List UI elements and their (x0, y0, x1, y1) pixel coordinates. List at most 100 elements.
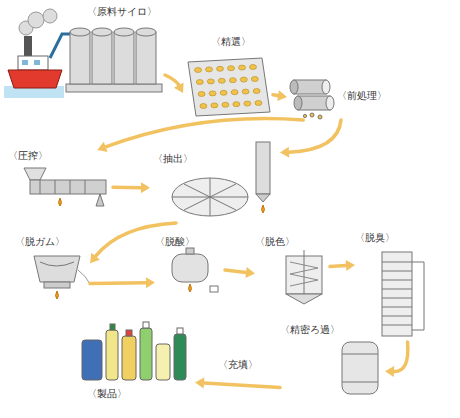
arrow-head (277, 90, 287, 101)
arrow-head (280, 147, 289, 158)
expeller-part (59, 198, 62, 206)
extractor-part (262, 205, 265, 213)
deodorizing-column-part-part (382, 325, 412, 326)
flow-arrow (113, 185, 141, 189)
deacidifying-vessel (172, 248, 218, 292)
step-label: 〈原料サイロ〉 (87, 6, 157, 18)
deacidifying-vessel-part (172, 254, 208, 282)
degumming-centrifuge-part (34, 256, 80, 282)
sorting-tray-part-part (195, 68, 202, 73)
sorting-tray-part-part (196, 80, 203, 85)
process-step: 〈脱ガム〉 (15, 236, 90, 304)
oil-bottles-part (110, 324, 115, 330)
ship-part (18, 56, 48, 70)
deodorizing-column-part-part (382, 280, 412, 281)
deodorizing-column-part-part (382, 271, 412, 272)
sorting-tray-part-part (198, 92, 205, 97)
sorting-tray-part-part (211, 103, 218, 108)
process-step: 〈抽出〉 (150, 135, 280, 223)
process-step: 〈精密ろ過〉 (280, 322, 385, 404)
flow-arrow (330, 266, 346, 267)
step-label: 〈抽出〉 (153, 153, 193, 165)
sorting-tray-part-part (255, 101, 262, 106)
smoke-part (43, 9, 57, 23)
sorting-tray-part-part (209, 91, 216, 96)
step-label: 〈脱酸〉 (155, 236, 195, 248)
micro-filter (342, 342, 378, 394)
sorting-tray-part-part (231, 90, 238, 95)
oil-bottles-part (126, 330, 132, 336)
flow-arrow (289, 120, 341, 152)
arrow-head (385, 366, 394, 377)
sorting-tray-part-part (250, 65, 257, 70)
degumming-centrifuge-part (40, 262, 74, 266)
step-label: 〈精密ろ過〉 (280, 324, 340, 336)
sorting-tray-part-part (244, 101, 251, 106)
ship (8, 36, 62, 88)
flow-arrow (225, 270, 246, 272)
sorting-tray-part-part (220, 90, 227, 95)
oil-bottles-part (143, 322, 149, 328)
step-label: 〈脱ガム〉 (15, 236, 65, 248)
process-step: 〈精選〉 (183, 36, 273, 120)
arrow-head (146, 277, 155, 288)
ship-part (22, 60, 28, 65)
process-step: 〈圧搾〉 (8, 150, 113, 212)
sorting-tray-part-part (217, 66, 224, 71)
silo-part (136, 32, 156, 84)
bleaching-tank-part (304, 250, 305, 294)
rollers-part (298, 96, 330, 110)
deodorizing-column-part-part (382, 289, 412, 290)
sorting-tray-part (195, 65, 262, 109)
ship-part (34, 60, 40, 65)
flow-arrow (90, 281, 146, 285)
sorting-tray-part-part (206, 67, 213, 72)
sorting-tray-part-part (228, 66, 235, 71)
deacidifying-vessel-part (189, 284, 192, 292)
sorting-tray-part-part (218, 78, 225, 83)
sorting-tray-part-part (240, 77, 247, 82)
rollers (290, 80, 334, 119)
process-step: 〈前処理〉 (287, 74, 395, 120)
flow-arrow (204, 383, 280, 388)
expeller-part (30, 180, 106, 194)
arrow-head (245, 267, 255, 278)
expeller-part (70, 180, 71, 194)
arrow-head (195, 377, 204, 388)
step-label: 〈前処理〉 (337, 90, 387, 102)
sorting-tray-part-part (233, 102, 240, 107)
oil-bottles-part (156, 344, 170, 380)
rollers-part (294, 96, 302, 110)
flow-arrow (273, 93, 279, 97)
sorting-tray-part-part (251, 77, 258, 82)
sorting-tray-part-part (253, 89, 260, 94)
oil-bottles-part (106, 330, 118, 380)
degumming-centrifuge (34, 256, 90, 299)
silo (66, 28, 162, 92)
rollers-part (310, 113, 314, 117)
sorting-tray-part-part (242, 89, 249, 94)
ship-part (8, 70, 62, 88)
deodorizing-column-part (412, 262, 424, 263)
edge-label: 〈充填〉 (216, 359, 260, 371)
expeller (24, 168, 106, 206)
extractor-part (184, 184, 236, 210)
smoke (19, 9, 57, 35)
deodorizing-column-part (424, 262, 425, 330)
extractor-part (256, 142, 270, 194)
step-label: 〈脱色〉 (255, 236, 295, 248)
deodorizing-column (382, 252, 424, 336)
expeller-part (55, 180, 56, 194)
conveyor (50, 34, 72, 58)
deacidifying-vessel-part (210, 286, 218, 292)
deodorizing-column-part (382, 252, 412, 336)
silo-part (114, 28, 134, 36)
silo-part (70, 28, 90, 36)
flow-arrow (394, 342, 408, 371)
bleaching-tank (286, 250, 322, 304)
sorting-tray-part-part (229, 78, 236, 83)
arrow-head (90, 253, 100, 263)
flow-arrow (165, 75, 179, 85)
